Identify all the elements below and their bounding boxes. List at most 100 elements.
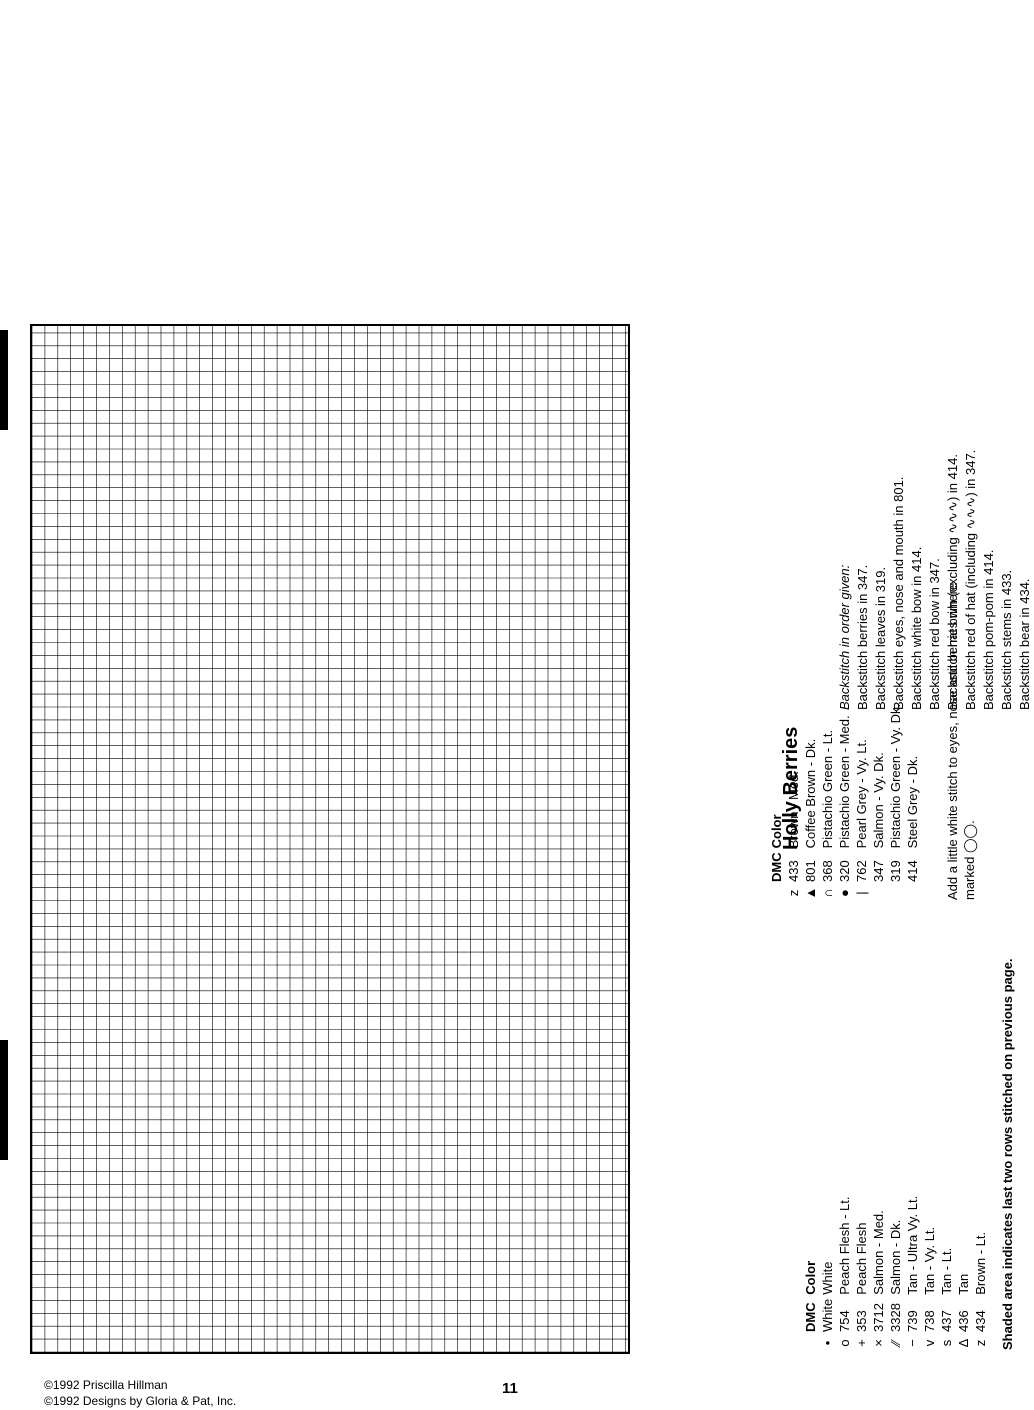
legend-color: Peach Flesh bbox=[854, 1222, 869, 1295]
legend-row: 319 Pistachio Green - Vy. Dk. bbox=[887, 700, 904, 900]
legend-color: Salmon - Med. bbox=[871, 1210, 886, 1295]
shaded-area-note: Shaded area indicates last two rows stit… bbox=[1000, 958, 1015, 1350]
legend-dmc: 319 bbox=[888, 860, 903, 882]
legend-sym bbox=[904, 882, 921, 900]
copyright-line: ©1992 Designs by Gloria & Pat, Inc. bbox=[44, 1394, 237, 1408]
legend-sym: × bbox=[871, 1339, 886, 1347]
legend-row: − 739 Tan - Ultra Vy. Lt. bbox=[904, 1192, 921, 1350]
legend-dmc: White bbox=[820, 1298, 835, 1332]
legend-dmc: 801 bbox=[803, 860, 818, 882]
legend-dmc: 762 bbox=[854, 860, 869, 882]
legend-sym: v bbox=[922, 1339, 937, 1347]
backstitch-line: Backstitch berries in 347. bbox=[855, 564, 870, 710]
legend-dmc: 754 bbox=[837, 1310, 852, 1332]
legend-sym bbox=[887, 882, 904, 900]
copyright-line: ©1992 Priscilla Hillman bbox=[44, 1378, 168, 1392]
backstitch-heading: Backstitch in order given: bbox=[837, 564, 852, 710]
legend-dmc: 414 bbox=[905, 860, 920, 882]
legend-dmc: 353 bbox=[854, 1310, 869, 1332]
legend-sym: ● bbox=[837, 889, 852, 897]
copyright-notice: ©1992 Priscilla Hillman ©1992 Designs by… bbox=[44, 1377, 236, 1409]
legend-color: White bbox=[820, 1261, 835, 1295]
legend-sym: s bbox=[939, 1339, 954, 1347]
legend-row: o 754 Peach Flesh - Lt. bbox=[836, 1192, 853, 1350]
color-legend-right: DMC Color z 433 Brown - Med. ▲ 801 Coffee Bro… bbox=[768, 700, 921, 900]
legend-color: Pearl Grey - Vy. Lt. bbox=[854, 739, 869, 849]
legend-sym: ⁄⁄ bbox=[888, 1340, 903, 1346]
legend-right-dmc-header: DMC bbox=[769, 852, 784, 882]
legend-right-color-header: Color bbox=[769, 814, 784, 849]
backstitch-instructions: Backstitch in order given: Backstitch be… bbox=[836, 450, 1034, 710]
legend-dmc: 437 bbox=[939, 1310, 954, 1332]
legend-color: Pistachio Green - Lt. bbox=[820, 729, 835, 849]
legend-sym: ∩ bbox=[820, 888, 835, 898]
legend-sym: • bbox=[820, 1340, 835, 1346]
legend-dmc: 434 bbox=[973, 1310, 988, 1332]
legend-row: 347 Salmon - Vy. Dk. bbox=[870, 700, 887, 900]
legend-row: +353 Peach Flesh bbox=[853, 1192, 870, 1350]
legend-dmc: 433 bbox=[786, 860, 801, 882]
legend-row: ▲ 801 Coffee Brown - Dk. bbox=[802, 700, 819, 900]
backstitch-line: Backstitch red bow in 347. bbox=[927, 558, 942, 710]
legend-sym: ▲ bbox=[803, 886, 818, 900]
legend-color: Steel Grey - Dk. bbox=[905, 755, 920, 849]
legend-color: Coffee Brown - Dk. bbox=[803, 738, 818, 849]
legend-row: × 3712 Salmon - Med. bbox=[870, 1192, 887, 1350]
backstitch-line: Backstitch leaves in 319. bbox=[873, 566, 888, 710]
legend-left-dmc-header: DMC bbox=[803, 1302, 818, 1332]
backstitch-line: Backstitch stems in 433. bbox=[999, 569, 1014, 710]
legend-row: v 738 Tan - Vy. Lt. bbox=[921, 1192, 938, 1350]
legend-dmc: 739 bbox=[905, 1310, 920, 1332]
grid-lines bbox=[31, 326, 628, 1353]
legend-dmc: 3328 bbox=[888, 1303, 903, 1332]
legend-color: Tan - Ultra Vy. Lt. bbox=[905, 1195, 920, 1295]
page-number: 11 bbox=[502, 1380, 518, 1397]
backstitch-line: Backstitch white bow in 414. bbox=[909, 546, 924, 710]
legend-dmc: 3712 bbox=[871, 1303, 886, 1332]
legend-color: Pistachio Green - Med. bbox=[837, 715, 852, 849]
marker-symbol-icon: ◯◯. bbox=[962, 820, 977, 854]
legend-row: Δ 436 Tan bbox=[955, 1192, 972, 1350]
backstitch-line: Backstitch eyes, nose and mouth in 801. bbox=[891, 476, 906, 710]
backstitch-line: Backstitch bear in 434. bbox=[1017, 578, 1032, 710]
legend-color: Salmon - Dk. bbox=[888, 1219, 903, 1295]
legend-row: z 433 Brown - Med. bbox=[785, 700, 802, 900]
legend-color: Brown - Lt. bbox=[973, 1231, 988, 1295]
page-edge-mark-bottom bbox=[0, 1040, 8, 1160]
legend-color: Pistachio Green - Vy. Dk. bbox=[888, 703, 903, 849]
legend-row: s 437 Tan - Lt. bbox=[938, 1192, 955, 1350]
legend-sym bbox=[870, 882, 887, 900]
legend-sym: − bbox=[905, 1339, 920, 1347]
backstitch-line: Backstitch hat brim (excluding ∿∿∿) in 4… bbox=[945, 454, 960, 710]
backstitch-line: Backstitch pom-pom in 414. bbox=[981, 549, 996, 710]
legend-dmc: 320 bbox=[837, 860, 852, 882]
backstitch-line: Backstitch red of hat (including ∿∿∿) in… bbox=[963, 449, 978, 710]
legend-color: Brown - Med. bbox=[786, 771, 801, 849]
legend-row: ∩ 368 Pistachio Green - Lt. bbox=[819, 700, 836, 900]
legend-row: ⁄⁄ 3328 Salmon - Dk. bbox=[887, 1192, 904, 1350]
legend-dmc: 436 bbox=[956, 1310, 971, 1332]
page-edge-mark-top bbox=[0, 330, 8, 430]
legend-color: Tan bbox=[956, 1273, 971, 1295]
legend-dmc: 347 bbox=[871, 860, 886, 882]
legend-color: Tan - Lt. bbox=[939, 1247, 954, 1295]
legend-row: ● 320 Pistachio Green - Med. bbox=[836, 700, 853, 900]
legend-color: Salmon - Vy. Dk. bbox=[871, 752, 886, 849]
cross-stitch-grid bbox=[30, 324, 630, 1354]
legend-sym: z bbox=[973, 1339, 988, 1347]
legend-sym: + bbox=[854, 1339, 869, 1347]
legend-color: Peach Flesh - Lt. bbox=[837, 1196, 852, 1295]
legend-sym: Δ bbox=[956, 1338, 971, 1348]
legend-dmc: 368 bbox=[820, 860, 835, 882]
legend-dmc: 738 bbox=[922, 1310, 937, 1332]
legend-sym: z bbox=[786, 889, 801, 897]
legend-row: 414 Steel Grey - Dk. bbox=[904, 700, 921, 900]
legend-color: Tan - Vy. Lt. bbox=[922, 1226, 937, 1295]
legend-sym: o bbox=[837, 1339, 852, 1347]
legend-left-color-header: Color bbox=[803, 1260, 818, 1295]
legend-row: z 434 Brown - Lt. bbox=[972, 1192, 989, 1350]
